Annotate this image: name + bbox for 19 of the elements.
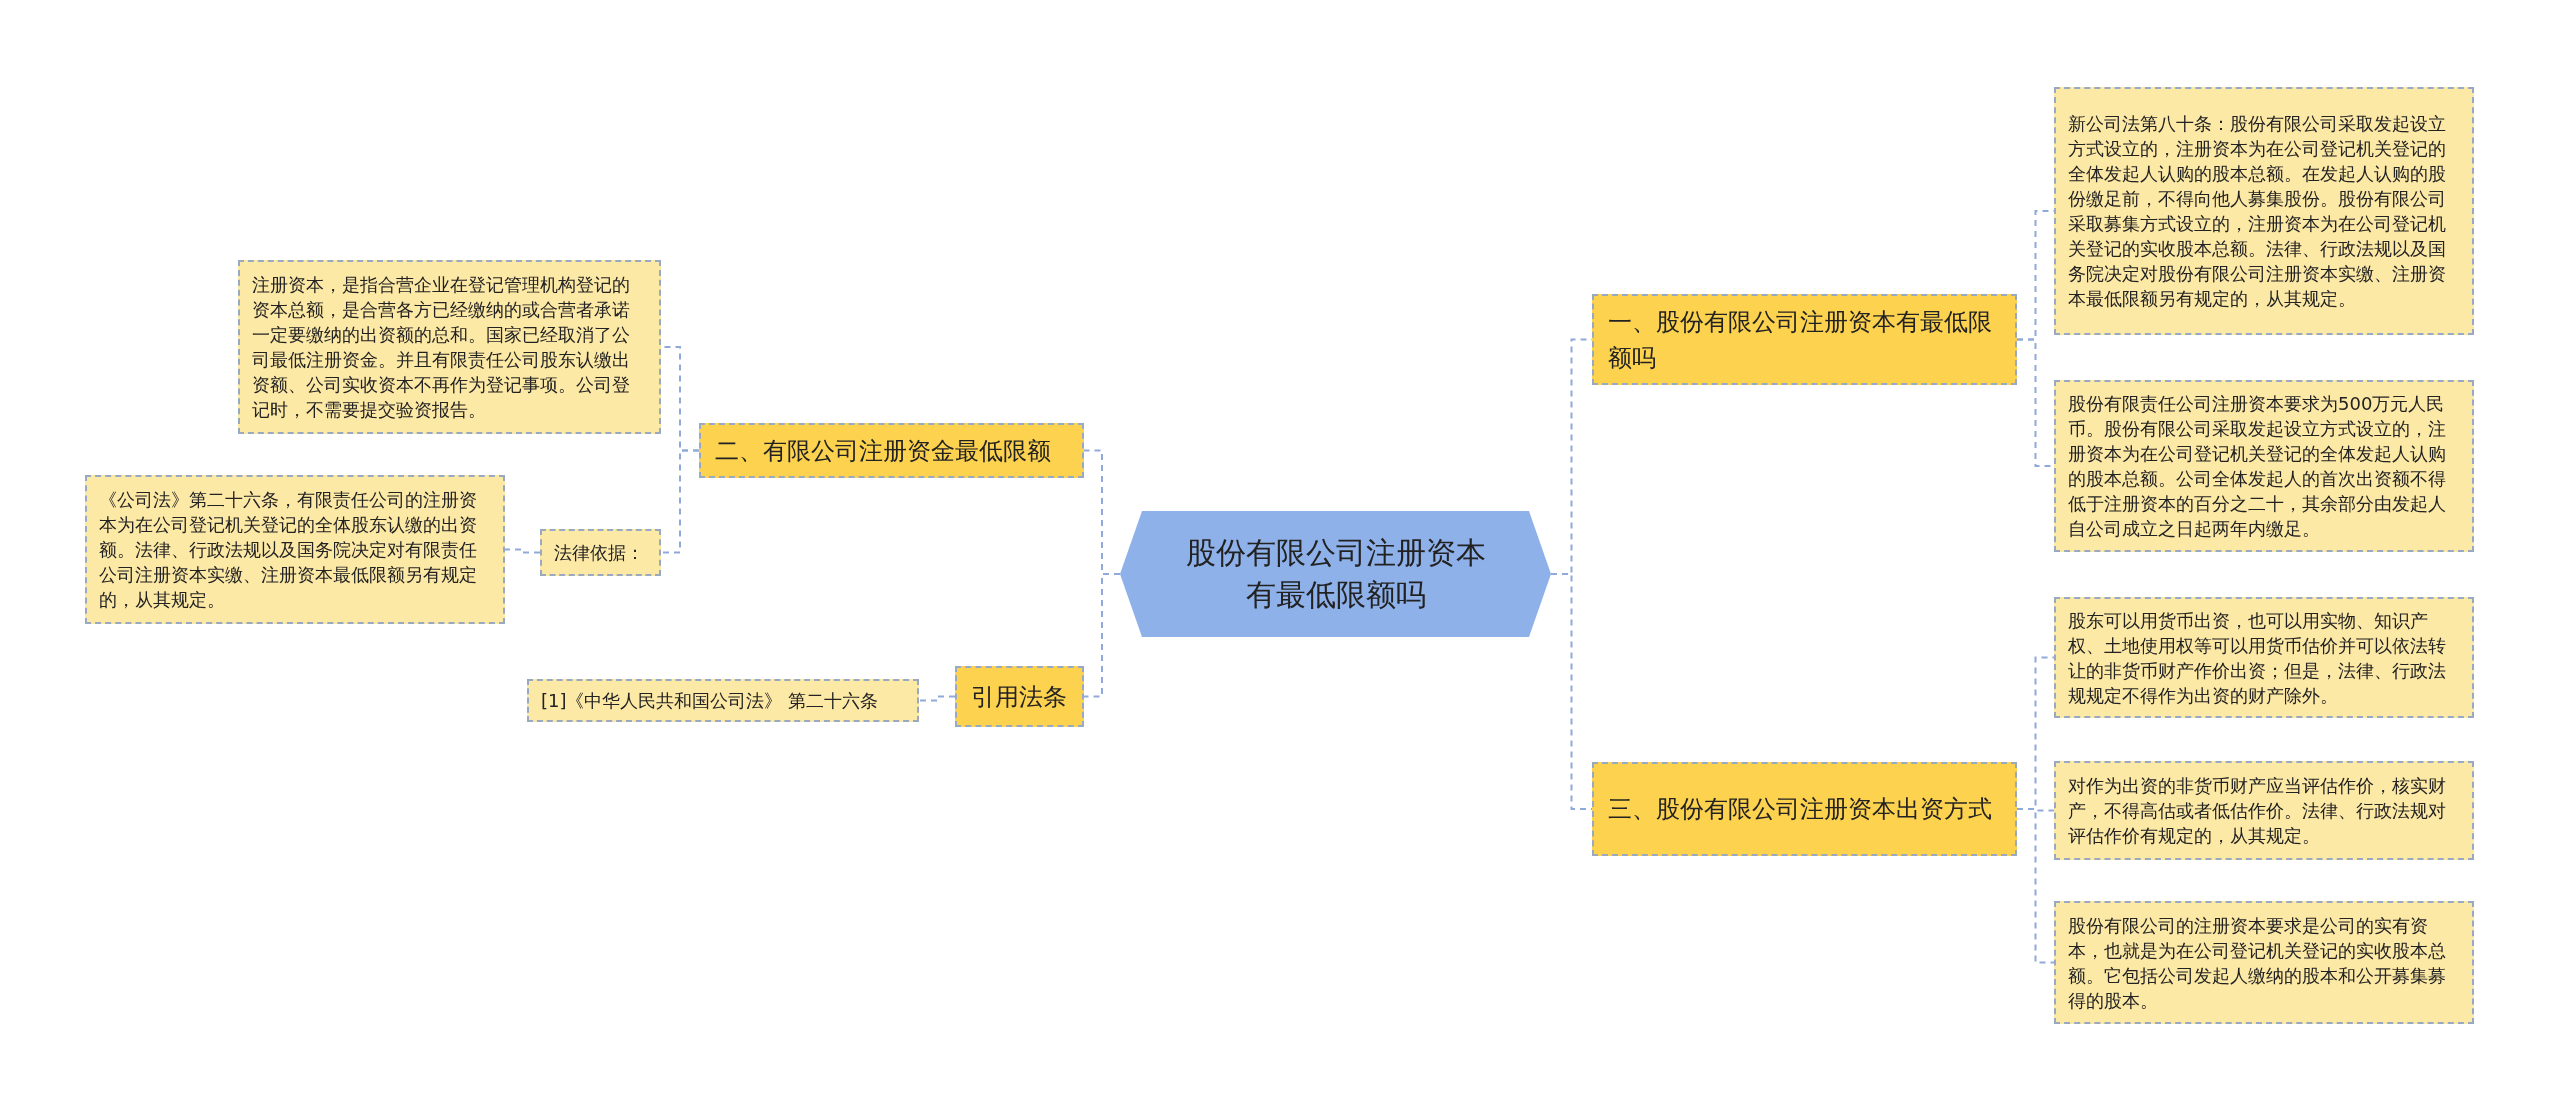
connector-line — [918, 695, 956, 702]
note-box: 对作为出资的非货币财产应当评估作价，核实财产，不得高估或者低估作价。法律、行政法规对评估作价有规定的，从其规定。 — [2054, 761, 2474, 860]
connector-line — [660, 449, 700, 554]
note-box: 注册资本，是指合营企业在登记管理机构登记的资本总额，是合营各方已经缴纳的或合营者承诺一定要缴纳的出资额的总和。国家已经取消了公司最低注册资金。并且有限责任公司股东认缴出资额、公司实收资本不再作为登记事项。公司登记时，不需要提交验资报告。 — [238, 260, 661, 434]
note-box: 法律依据： — [540, 529, 661, 576]
note-box: [1]《中华人民共和国公司法》 第二十六条 — [527, 679, 919, 722]
topic-box: 三、股份有限公司注册资本出资方式 — [1592, 762, 2017, 856]
connector-line — [2016, 808, 2055, 964]
note-box: 股份有限责任公司注册资本要求为500万元人民币。股份有限公司采取发起设立方式设立的，注册资本为在公司登记机关登记的全体发起人认购的股本总额。公司全体发起人的首次出资额不得低于注册资本的百分之二十，其余部分由发起人自公司成立之日起两年内缴足。 — [2054, 380, 2474, 552]
topic-box: 一、股份有限公司注册资本有最低限额吗 — [1592, 294, 2017, 385]
note-box: 新公司法第八十条：股份有限公司采取发起设立方式设立的，注册资本为在公司登记机关登记的全体发起人认购的股本总额。在发起人认购的股份缴足前，不得向他人募集股份。股份有限公司采取募集方式设立的，注册资本为在公司登记机关登记的实收股本总额。法律、行政法规以及国务院决定对股份有限公司注册资本实缴、注册资本最低限额另有规定的，从其规定。 — [2054, 87, 2474, 335]
note-box: 《公司法》第二十六条，有限责任公司的注册资本为在公司登记机关登记的全体股东认缴的出资额。法律、行政法规以及国务院决定对有限责任公司注册资本实缴、注册资本最低限额另有规定的，从其规定。 — [85, 475, 505, 624]
topic-text: 股份有限公司注册资本有最低限额吗 — [1184, 534, 1487, 614]
connector-line — [504, 548, 541, 554]
note-box: 股东可以用货币出资，也可以用实物、知识产权、土地使用权等可以用货币估价并可以依法转让的非货币财产作价出资；但是，法律、行政法规规定不得作为出资的财产除外。 — [2054, 597, 2474, 718]
connector-line — [1083, 573, 1121, 698]
topic-box: 二、有限公司注册资金最低限额 — [699, 423, 1084, 478]
topic-box: 引用法条 — [955, 666, 1084, 727]
note-box: 股份有限公司的注册资本要求是公司的实有资本，也就是为在公司登记机关登记的实收股本总额。它包括公司发起人缴纳的股本和公开募集募得的股本。 — [2054, 901, 2474, 1024]
